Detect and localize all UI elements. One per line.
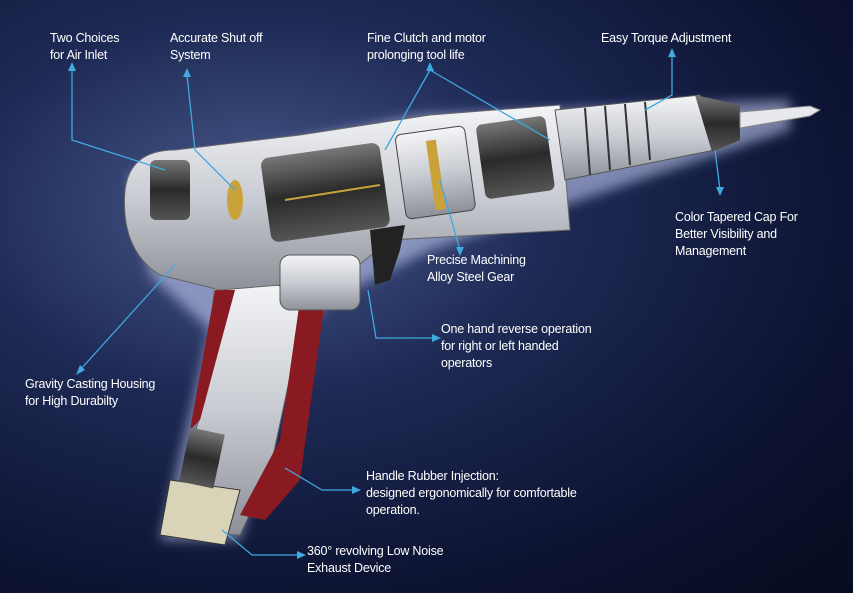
exhaust-device bbox=[159, 479, 241, 546]
callout-text: Accurate Shut off bbox=[170, 31, 263, 45]
callout-reverse: One hand reverse operation for right or … bbox=[441, 321, 592, 372]
callout-text: Alloy Steel Gear bbox=[427, 270, 515, 284]
callout-cap: Color Tapered Cap For Better Visibility … bbox=[675, 209, 798, 260]
callout-clutch: Fine Clutch and motor prolonging tool li… bbox=[367, 30, 486, 64]
callout-text: 360° revolving Low Noise bbox=[307, 544, 444, 558]
callout-air-inlet: Two Choices for Air Inlet bbox=[50, 30, 120, 64]
callout-text: Color Tapered Cap For bbox=[675, 210, 798, 224]
reverse-ring bbox=[279, 254, 361, 311]
callout-text: Gravity Casting Housing bbox=[25, 377, 156, 391]
callout-text: operation. bbox=[366, 503, 420, 517]
callout-text: System bbox=[170, 48, 211, 62]
callout-text: for High Durabilty bbox=[25, 394, 118, 408]
callout-text: Fine Clutch and motor bbox=[367, 31, 486, 45]
handle-rubber bbox=[240, 300, 325, 520]
callout-rubber: Handle Rubber Injection: designed ergono… bbox=[366, 468, 577, 519]
callout-text: operators bbox=[441, 356, 493, 370]
callout-gear: Precise Machining Alloy Steel Gear bbox=[427, 252, 526, 286]
motor bbox=[261, 143, 390, 242]
callout-text: for Air Inlet bbox=[50, 48, 108, 62]
callout-exhaust: 360° revolving Low Noise Exhaust Device bbox=[307, 543, 444, 577]
arrowheads bbox=[68, 48, 724, 559]
leader-lines bbox=[71, 55, 721, 556]
callout-text: Better Visibility and bbox=[675, 227, 777, 241]
callout-text: One hand reverse operation bbox=[441, 322, 592, 336]
callout-text: Two Choices bbox=[50, 31, 120, 45]
callout-torque: Easy Torque Adjustment bbox=[601, 30, 731, 47]
callout-text: for right or left handed bbox=[441, 339, 559, 353]
callout-text: Exhaust Device bbox=[307, 561, 392, 575]
bit bbox=[739, 105, 822, 129]
callout-text: Management bbox=[675, 244, 746, 258]
trigger bbox=[370, 225, 405, 285]
callout-text: Easy Torque Adjustment bbox=[601, 31, 732, 45]
callout-shut-off: Accurate Shut off System bbox=[170, 30, 262, 64]
callout-housing: Gravity Casting Housing for High Durabil… bbox=[25, 376, 155, 410]
callout-text: Precise Machining bbox=[427, 253, 526, 267]
callout-text: designed ergonomically for comfortable bbox=[366, 486, 577, 500]
callout-text: Handle Rubber Injection: bbox=[366, 469, 499, 483]
tapered-cap bbox=[695, 95, 740, 152]
callout-text: prolonging tool life bbox=[367, 48, 465, 62]
